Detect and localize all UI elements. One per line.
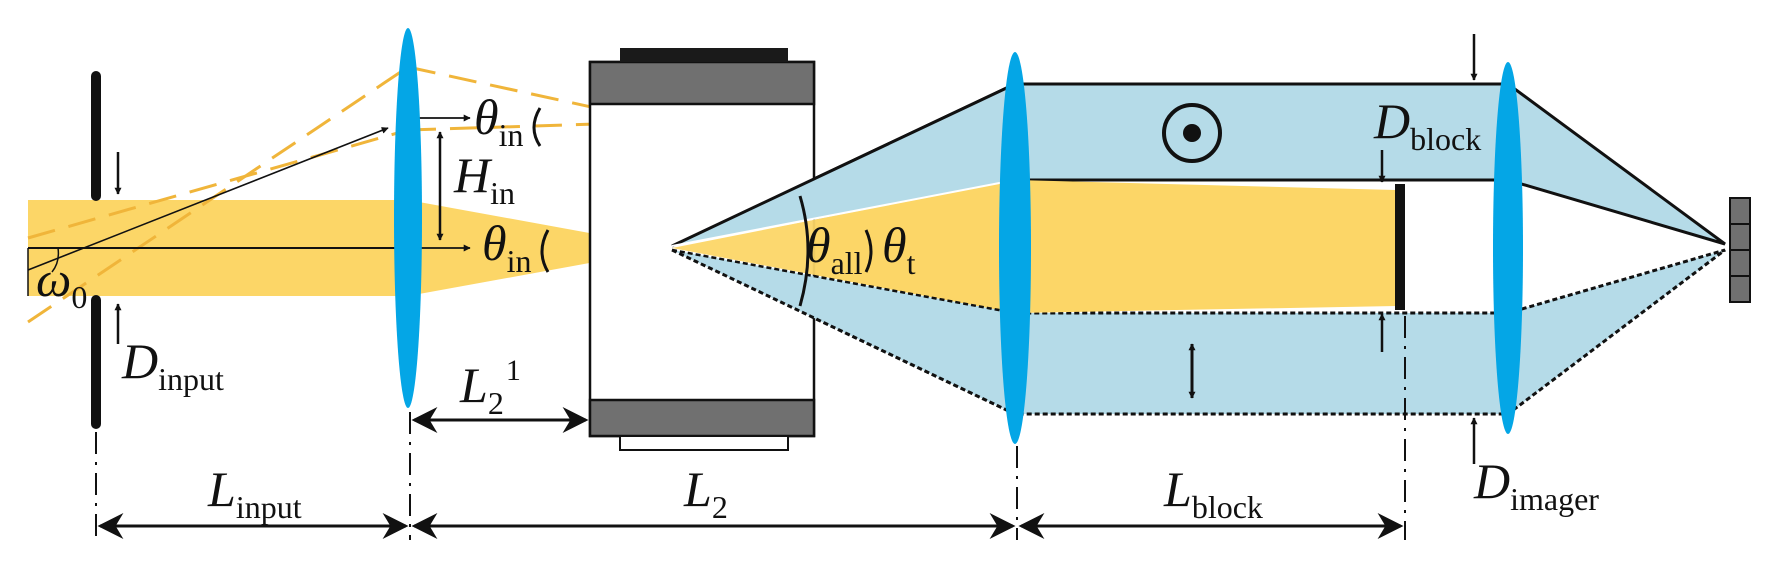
lens-2 bbox=[999, 52, 1031, 444]
lens-3 bbox=[1493, 62, 1523, 434]
label-d-block: Dblock bbox=[1373, 93, 1481, 157]
sample-cell-top-cap bbox=[620, 48, 788, 62]
cone-edge-upper bbox=[671, 82, 1016, 248]
label-omega0: ω0 bbox=[36, 251, 87, 315]
cone-edge-lower-inner bbox=[671, 248, 1016, 315]
label-theta-in-upper: θin bbox=[474, 89, 523, 153]
label-l-input: Linput bbox=[207, 461, 302, 525]
theta-in-upper-arc bbox=[532, 107, 542, 147]
theta-in-lower-arc bbox=[540, 229, 550, 273]
label-l-block: Lblock bbox=[1163, 461, 1263, 525]
label-l2: L2 bbox=[683, 461, 728, 525]
label-l2-1: L21 bbox=[459, 354, 521, 421]
focal-cone-lower-shadow bbox=[672, 250, 1015, 414]
cone-edge-lower bbox=[671, 248, 1016, 416]
chief-ray bbox=[27, 127, 389, 271]
cone-edge-inner bbox=[671, 179, 1016, 247]
label-theta-in-lower: θin bbox=[482, 215, 531, 279]
label-theta-t: θt bbox=[882, 217, 916, 281]
label-d-input: Dinput bbox=[121, 333, 224, 397]
theta-t-arc bbox=[864, 229, 873, 273]
label-h-in: Hin bbox=[453, 147, 515, 211]
lens-1 bbox=[394, 28, 422, 408]
oblique-beam-edge-2 bbox=[27, 128, 409, 240]
focal-cone bbox=[672, 180, 1015, 313]
sample-cell-bottom-mount bbox=[588, 398, 816, 438]
theta-all-arc bbox=[798, 195, 810, 307]
sample-cell-bottom-cap bbox=[619, 435, 789, 451]
polarization-out-of-plane-dot bbox=[1183, 124, 1201, 142]
polarization-out-of-plane-ring bbox=[1162, 103, 1222, 163]
sample-cell-top-mount bbox=[588, 60, 816, 106]
omega0-arc bbox=[51, 247, 60, 273]
label-d-imager: Dimager bbox=[1473, 453, 1599, 517]
label-theta-all: θall bbox=[806, 217, 863, 281]
